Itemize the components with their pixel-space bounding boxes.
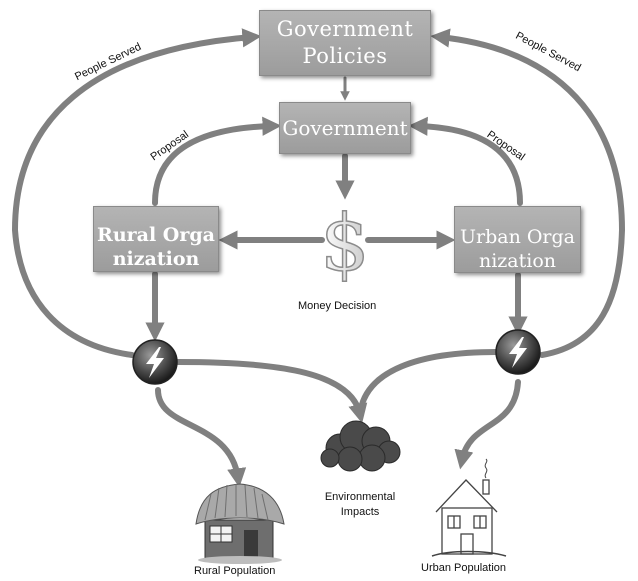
rural-organization-label: Rural Organization (97, 224, 215, 270)
dollar-sign-icon: $ (319, 198, 370, 290)
proposal-left-arrow (152, 116, 282, 206)
house-icon (431, 458, 507, 557)
urban-organization-label: Urban Organization (459, 225, 575, 272)
svg-text:$: $ (320, 199, 370, 289)
thatched-hut-icon (195, 483, 285, 564)
rural-hub-to-impacts-arrow (175, 359, 368, 424)
people-served-right-arrow (430, 28, 626, 358)
government-policies-node: Government Policies (259, 10, 431, 76)
rural-organization-node: Rural Organization (93, 206, 219, 272)
proposal-right-arrow (408, 116, 523, 206)
cloud-icon (320, 420, 401, 472)
environmental-impacts-label: Environmental Impacts (324, 491, 396, 518)
urban-hub-to-population-arrow (454, 379, 521, 470)
rural-population-label: Rural Population (194, 565, 276, 577)
urban-organization-node: Urban Organization (454, 206, 581, 273)
rural-hub-to-population-arrow (155, 387, 247, 488)
government-policies-label: Government Policies (276, 17, 414, 68)
money-decision-label: Money Decision (298, 300, 377, 312)
government-label: Government (282, 116, 408, 140)
people-served-left-arrow (11, 28, 262, 358)
lightning-bolt-icon (495, 329, 541, 375)
urban-population-label: Urban Population (421, 562, 507, 574)
lightning-bolt-icon (132, 339, 178, 385)
government-node: Government (279, 102, 411, 154)
urban-hub-to-impacts-arrow (357, 349, 499, 417)
